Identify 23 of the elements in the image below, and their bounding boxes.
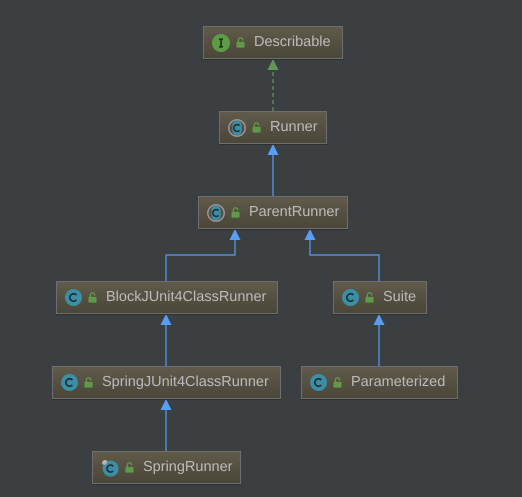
arrow: [304, 229, 380, 281]
class-box: [56, 281, 278, 314]
arrow: [160, 314, 172, 366]
class-name: ParentRunner: [249, 204, 340, 221]
class-box: [92, 451, 241, 484]
class-name: Suite: [383, 289, 416, 306]
class-name: Parameterized: [351, 374, 446, 391]
class-box: [198, 196, 348, 229]
class-name: BlockJUnit4ClassRunner: [106, 289, 266, 306]
arrow: [268, 144, 278, 196]
arrow: [160, 399, 172, 451]
class-name: SpringRunner: [143, 459, 232, 476]
class-box: [301, 366, 458, 399]
arrow: [165, 229, 240, 281]
dashed-arrow: [268, 59, 278, 111]
class-box: [333, 281, 427, 314]
arrow: [374, 314, 384, 366]
class-box: [219, 111, 327, 144]
class-name: Describable: [254, 34, 331, 51]
class-box: [203, 26, 343, 59]
class-name: Runner: [270, 119, 318, 136]
class-name: SpringJUnit4ClassRunner: [102, 374, 269, 391]
class-box: [52, 366, 281, 399]
